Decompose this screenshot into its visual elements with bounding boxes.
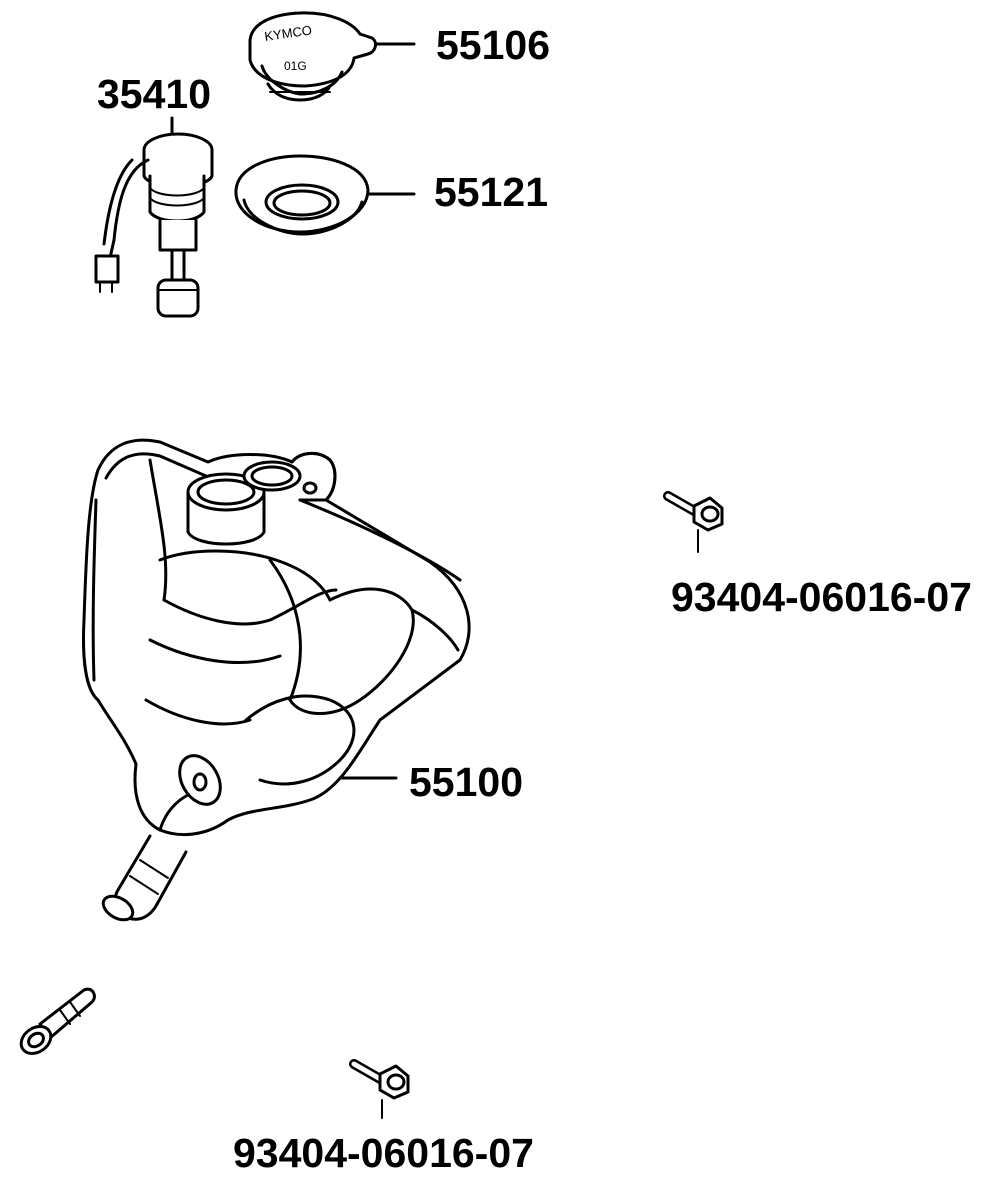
cap-code-text: 01G (284, 59, 307, 73)
gasket-ring (234, 154, 416, 236)
cap-brand-text: KYMCO (264, 22, 313, 43)
part-number-35410: 35410 (97, 71, 212, 117)
bolt-bottom (349, 1059, 410, 1119)
part-number-bolt-bottom: 93404-06016-07 (233, 1130, 534, 1176)
part-number-55106: 55106 (436, 22, 551, 68)
part-number-55121: 55121 (434, 169, 549, 215)
part-number-bolt-right: 93404-06016-07 (671, 574, 972, 620)
part-number-55100: 55100 (409, 759, 524, 805)
fuel-tank (82, 438, 471, 922)
fuel-sender-unit (94, 116, 214, 318)
bolt-right (663, 491, 724, 553)
filler-cap: KYMCO 01G (248, 11, 416, 102)
pipe-fitting (19, 987, 96, 1055)
